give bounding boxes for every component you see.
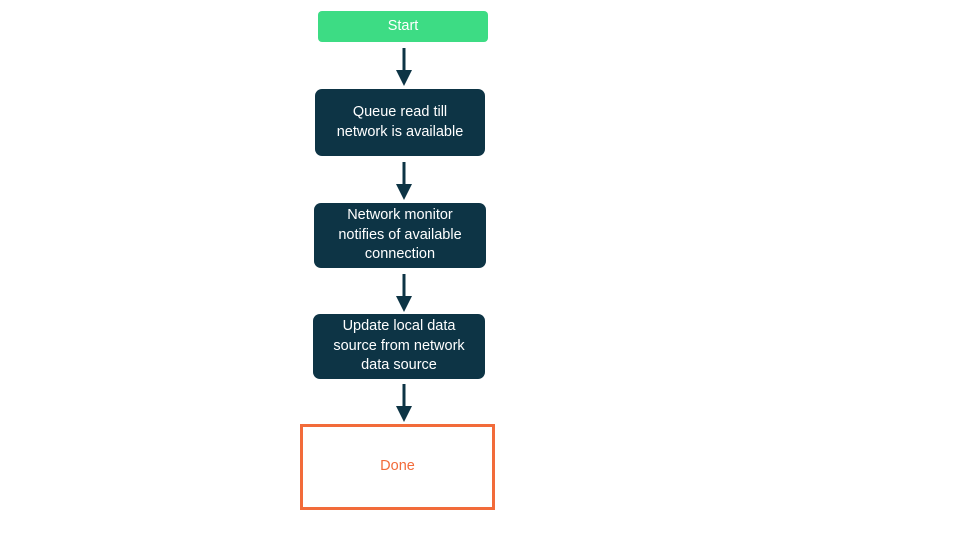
flowchart-node-start: Start xyxy=(318,11,488,42)
flowchart-node-network-monitor: Network monitor notifies of available co… xyxy=(314,203,486,268)
node-start-label: Start xyxy=(387,17,419,34)
flowchart-node-queue-read: Queue read till network is available xyxy=(315,89,485,156)
node-network-monitor-label: Network monitor notifies of available co… xyxy=(338,207,462,263)
node-done-label: Done xyxy=(380,458,415,475)
arrow-down-icon xyxy=(395,274,413,312)
arrow-down-icon xyxy=(395,384,413,422)
node-queue-read-label: Queue read till network is available xyxy=(336,104,464,140)
flowchart-node-update-local: Update local data source from network da… xyxy=(313,314,485,379)
arrow-down-icon xyxy=(395,162,413,200)
flowchart-node-done: Done xyxy=(300,424,495,510)
arrow-down-icon xyxy=(395,48,413,86)
node-update-local-label: Update local data source from network da… xyxy=(333,318,465,374)
